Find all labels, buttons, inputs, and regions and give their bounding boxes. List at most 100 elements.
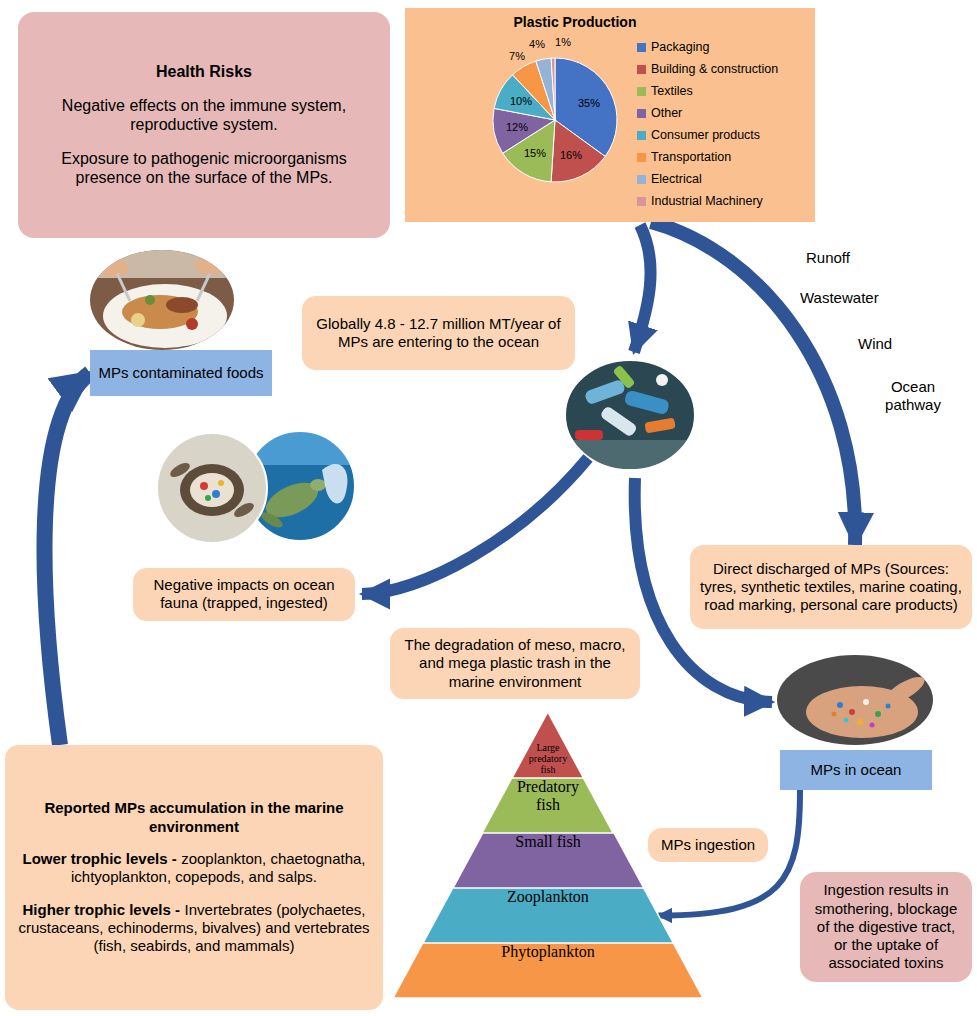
info-box: MPs ingestion <box>648 828 768 862</box>
plastic-trash-photo <box>562 358 698 472</box>
debris <box>200 482 208 490</box>
microplastics-hand-photo <box>776 654 934 746</box>
debris <box>212 490 220 498</box>
particle <box>832 712 837 717</box>
water <box>562 358 698 472</box>
bottle <box>612 365 635 390</box>
fish-dish <box>122 295 198 329</box>
heading: Health Risks <box>156 62 252 82</box>
particle <box>870 723 875 728</box>
photo-frame <box>565 360 695 470</box>
legend-item: Transportation <box>637 150 731 165</box>
turtle-debris-photo <box>156 432 268 544</box>
side-dish <box>186 318 198 330</box>
hand <box>195 257 225 275</box>
flow-arrow <box>658 790 800 916</box>
band-fill <box>512 712 584 778</box>
legend-swatch <box>637 65 646 74</box>
food-photo <box>88 248 238 352</box>
paragraph: Higher trophic levels -Invertebrates (po… <box>17 901 371 956</box>
chart-panel: Plastic ProductionPackagingBuilding & co… <box>405 8 815 222</box>
particle <box>863 699 869 705</box>
band-label: Predatory fish <box>482 778 613 814</box>
background <box>88 248 238 278</box>
body-text: Direct discharged of MPs (Sources: tyres… <box>700 560 962 615</box>
legend-swatch <box>637 153 646 162</box>
band-label: Phytoplankton <box>393 943 703 961</box>
band-label: Large predatory fish <box>525 742 571 775</box>
particle <box>837 702 843 708</box>
band-label: Zooplankton <box>423 888 673 906</box>
pie-slice <box>536 58 555 120</box>
heading: Reported MPs accumulation in the marine … <box>17 799 371 836</box>
percent-label: 10% <box>510 95 532 108</box>
body-text: Exposure to pathogenic microorganisms pr… <box>30 149 378 188</box>
particle <box>857 719 863 725</box>
body-text: MPs ingestion <box>661 836 755 854</box>
info-box: Negative impacts on ocean fauna (trapped… <box>133 568 355 621</box>
pathway-label: Ocean pathway <box>876 378 950 414</box>
garnish <box>145 295 155 305</box>
info-box: The degradation of meso, macro, and mega… <box>390 628 640 699</box>
pyramid-band: Predatory fish <box>482 778 613 833</box>
body-text: The degradation of meso, macro, and mega… <box>400 636 630 691</box>
particle <box>875 711 881 717</box>
thumb <box>882 672 928 708</box>
band-label: Small fish <box>453 833 644 851</box>
band-fill <box>453 833 644 888</box>
legend-text: Building & construction <box>651 62 778 77</box>
body-text: Globally 4.8 - 12.7 million MT/year of M… <box>312 315 565 352</box>
risk-box: Health RisksNegative effects on the immu… <box>18 12 390 238</box>
plate <box>103 284 227 348</box>
bottle <box>599 405 638 437</box>
body-text: Ingestion results in smothering, blockag… <box>812 881 960 972</box>
band-fill <box>393 943 703 998</box>
legend-text: Transportation <box>651 150 731 165</box>
sauce <box>166 297 198 313</box>
legend-item: Packaging <box>637 40 709 55</box>
legend-item: Electrical <box>637 172 702 187</box>
flow-arrow <box>45 373 90 745</box>
legend-swatch <box>637 43 646 52</box>
info-box: Reported MPs accumulation in the marine … <box>5 745 383 1010</box>
legend-item: Industrial Machinery <box>637 194 763 209</box>
legend-text: Textiles <box>651 84 693 99</box>
flow-arrow <box>362 458 588 594</box>
percent-label: 1% <box>555 36 571 49</box>
side-dish <box>131 313 145 327</box>
legend-swatch <box>637 175 646 184</box>
pie-chart <box>405 8 815 222</box>
legend-item: Other <box>637 106 682 121</box>
hand <box>99 259 129 277</box>
body-text: Negative effects on the immune system, r… <box>30 96 378 135</box>
particle <box>849 709 855 715</box>
debris <box>205 495 211 501</box>
turtle-shell <box>180 464 244 516</box>
percent-label: 12% <box>506 121 528 134</box>
legend-text: Consumer products <box>651 128 760 143</box>
legend-item: Consumer products <box>637 128 760 143</box>
flipper <box>168 460 192 480</box>
table <box>88 248 238 352</box>
label-box: MPs in ocean <box>780 750 932 790</box>
photo-frame <box>157 433 267 543</box>
info-box: Direct discharged of MPs (Sources: tyres… <box>690 545 972 629</box>
band-fill <box>423 888 673 943</box>
percent-label: 16% <box>560 149 582 162</box>
flow-arrow <box>651 222 855 545</box>
pyramid-band: Zooplankton <box>423 888 673 943</box>
bottle <box>575 430 603 440</box>
legend-item: Textiles <box>637 84 693 99</box>
info-box: Globally 4.8 - 12.7 million MT/year of M… <box>302 296 575 370</box>
term: Lower trophic levels - <box>22 850 176 867</box>
bottle <box>584 379 626 406</box>
body-text: MPs in ocean <box>811 761 902 779</box>
shell-inside <box>190 473 234 507</box>
pathway-label: Runoff <box>806 249 850 267</box>
pyramid-band: Large predatory fish <box>512 712 584 778</box>
knife <box>196 273 211 301</box>
label-box: MPs contaminated foods <box>90 350 272 396</box>
percent-label: 15% <box>524 147 546 160</box>
legend-text: Other <box>651 106 682 121</box>
